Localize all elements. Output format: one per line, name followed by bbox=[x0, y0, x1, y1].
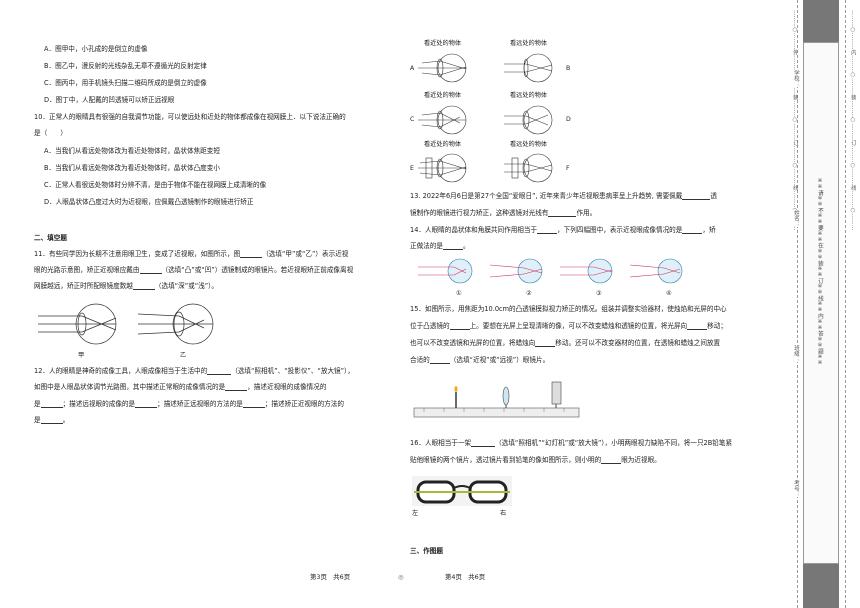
q14-fig-4: ④ bbox=[666, 290, 672, 297]
field-name: 姓名： bbox=[792, 210, 799, 227]
caption-f: 看远处的物体 bbox=[510, 141, 548, 148]
label-c: C bbox=[410, 116, 415, 123]
q10-option-c: C．正常人看很远处物体时分辨不清，是由于物体不能在视网膜上成清晰的像 bbox=[44, 181, 267, 189]
field-class: 班级： bbox=[792, 345, 799, 362]
q14-fig-1: ① bbox=[456, 290, 462, 297]
q15-line-1: 15．如图所示，用焦距为10.0cm的凸透镜模拟视力矫正的情况。组装并调整实验器… bbox=[410, 305, 727, 313]
outer-cut-line bbox=[797, 0, 798, 608]
q10-option-a: A．当我们从看远处物体改为看近处物体时，晶状体焦距变短 bbox=[44, 147, 220, 155]
q9-option-a: A．图甲中，小孔成的是倒立的虚像 bbox=[44, 45, 148, 53]
caption-a: 看近处的物体 bbox=[424, 40, 462, 47]
center-binding-mark: ◎ bbox=[398, 573, 404, 581]
q15-line-4: 合适的（选填“近视”或“远视”）眼镜片。 bbox=[410, 356, 550, 365]
glasses-photo bbox=[412, 476, 512, 506]
strip-panel bbox=[803, 42, 839, 564]
label-a: A bbox=[410, 65, 415, 72]
caption-c: 看近处的物体 bbox=[424, 92, 462, 99]
q14-line-2: 正做法的是。 bbox=[410, 242, 470, 251]
q16-line-1: 16．人眼相当于一架（选填“照相机”“幻灯机”或“放大镜”），小明两眼视力缺陷不… bbox=[410, 439, 733, 448]
label-e: E bbox=[410, 165, 414, 172]
q13-line-1: 13. 2022年6月6日是第27个全国“爱眼日”, 近年来青少年近视眼患病率呈… bbox=[410, 192, 717, 201]
q9-option-d: D．图丁中，人配戴的凹透镜可以矫正远视眼 bbox=[44, 96, 175, 104]
eye-figure-jia-yi bbox=[38, 303, 214, 345]
q12-line-2: 如图中是人眼晶状体调节光路图，其中描述正常眼的成像情况的是，描述近视眼的成像情况… bbox=[34, 383, 327, 392]
q12-line-1: 12．人的眼睛是神奇的成像工具，人眼成像相当于生活中的（选填“照相机”、“投影仪… bbox=[34, 367, 354, 376]
fig-yi-label: 乙 bbox=[180, 352, 187, 359]
inner-cut-line bbox=[845, 0, 846, 608]
inner-binding-text: ………○………内………○………装………○………订………○………线………○……… bbox=[849, 10, 856, 231]
footer-page-4: 第4页 共6页 bbox=[445, 573, 486, 581]
binding-warning: ※※请※※不※※要※※在※※装※※订※※线※※内※※答※※题※※ bbox=[816, 178, 823, 366]
q13-line-2: 镜制作的眼镜进行视力矫正，这种透镜对光线有作用。 bbox=[410, 209, 597, 218]
q14-fig-3: ③ bbox=[596, 290, 602, 297]
q14-line-1: 14．人眼睛的晶状体和角膜共同作用相当于，下列四幅图中，表示近视眼成像情况的是，… bbox=[410, 226, 716, 235]
section-drawing-title: 三、作图题 bbox=[410, 547, 443, 555]
glasses-left-label: 左 bbox=[412, 510, 419, 517]
q11-line-3: 网膜越远，矫正时所配眼镜度数越（选填“深”或“浅”）。 bbox=[34, 282, 219, 291]
optical-bench-figure bbox=[413, 381, 580, 418]
q10-stem: 10．正常人的眼睛具有很强的自我调节功能，可以使远处和近处的物体都成像在视网膜上… bbox=[34, 113, 346, 121]
field-school: 学校： bbox=[792, 70, 799, 87]
section-fill-in-title: 二、填空题 bbox=[34, 234, 67, 242]
q9-option-b: B．图乙中，漫反射的光线杂乱无章不遵循光的反射定律 bbox=[44, 62, 207, 70]
field-number: 考号： bbox=[792, 480, 799, 497]
caption-d: 看远处的物体 bbox=[510, 92, 548, 99]
caption-b: 看远处的物体 bbox=[510, 40, 548, 47]
q12-line-3: 是；描述远视眼的成像的是；描述矫正远视眼的方法的是；描述矫正近视眼的方法的 bbox=[34, 400, 344, 409]
q15-line-3: 也可以不改变透镜和光屏的位置，将蜡烛向移动。还可以不改变器材的位置，在透镜和蜡烛… bbox=[410, 339, 721, 348]
q11-line-2: 眼的光路示意图，矫正近视眼应戴由（选填“凸”或“凹”）透镜制成的眼镜片。若近视眼… bbox=[34, 266, 354, 275]
q9-option-c: C．图丙中，用手机镜头扫描二维码所成的是倒立的虚像 bbox=[44, 79, 207, 87]
strip-dark-bottom bbox=[803, 564, 839, 608]
q14-eye-figures bbox=[418, 258, 683, 284]
caption-e: 看近处的物体 bbox=[424, 141, 462, 148]
q10-option-b: B．当我们从看远处物体改为看近处物体时，晶状体凸度变小 bbox=[44, 164, 220, 172]
glasses-right-label: 右 bbox=[500, 510, 507, 517]
strip-dark-top bbox=[803, 0, 839, 42]
fig-jia-label: 甲 bbox=[78, 352, 85, 359]
label-f: F bbox=[566, 165, 570, 172]
q10-option-d: D．人眼晶状体凸度过大时为近视眼，应佩戴凸透镜制作的眼镜进行矫正 bbox=[44, 198, 254, 206]
q15-line-2: 位于凸透镜的上。要想在光屏上呈现清晰的像，可以不改变蜡烛和透镜的位置，将光屏向移… bbox=[410, 322, 727, 331]
label-b: B bbox=[566, 65, 571, 72]
q12-line-4: 是。 bbox=[34, 416, 70, 425]
q10-stem-2: 是（ ） bbox=[34, 129, 67, 137]
label-d: D bbox=[566, 116, 571, 123]
q11-line-1: 11．有些同学因为长期不注意用眼卫生，变成了近视眼，如图所示，图（选填“甲”或“… bbox=[34, 250, 349, 259]
q14-fig-2: ② bbox=[526, 290, 532, 297]
footer-page-3: 第3页 共6页 bbox=[310, 573, 351, 581]
eye-diagrams-a-f bbox=[418, 53, 553, 183]
outer-binding-text: ………○………外………○………装………○………订………○………线………○……… bbox=[791, 10, 798, 231]
q16-line-2: 贴他眼镜的两个镜片，透过镜片看到铅笔的像如图所示，则小明的眼为近视眼。 bbox=[410, 456, 661, 465]
